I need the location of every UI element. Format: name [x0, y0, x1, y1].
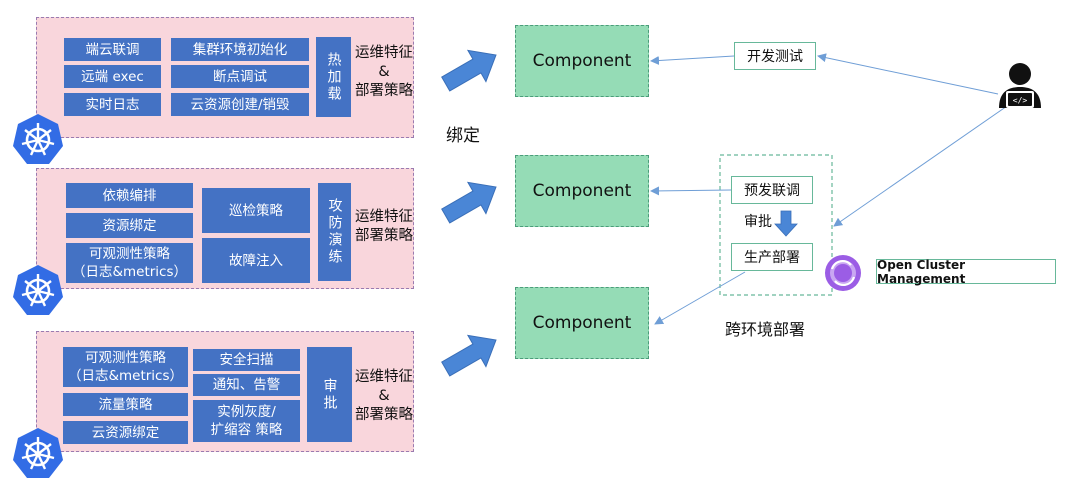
kubernetes-icon [13, 428, 63, 478]
bind-label: 绑定 [446, 126, 480, 146]
cross-env-frame [719, 154, 833, 296]
arrow-down-icon [774, 210, 798, 237]
env-approve-label: 审批 [744, 214, 772, 230]
ocm-label: Open Cluster Management [876, 258, 1056, 286]
arrow-right-icon [441, 334, 497, 377]
cross-env-label: 跨环境部署 [725, 320, 806, 339]
component-3: Component [515, 287, 649, 359]
chip-approval-label: 审批 [321, 377, 338, 412]
chip-remote-exec: 远端 exec [64, 65, 161, 88]
chip-observability-policy-1: 可观测性策略 （日志&metrics） [66, 243, 193, 283]
chip-dependency-orchestration: 依赖编排 [66, 183, 193, 208]
chip-security-scan: 安全扫描 [193, 349, 300, 371]
traits-label-2: 运维特征 部署策略 [355, 209, 413, 244]
chip-resource-binding: 资源绑定 [66, 213, 193, 238]
chip-cloud-resource-binding: 云资源绑定 [63, 421, 188, 444]
developer-icon: </> [999, 63, 1041, 108]
arrow-right-icon [441, 181, 497, 224]
chip-canary-scaling: 实例灰度/ 扩缩容 策略 [193, 400, 300, 442]
chip-cloud-debug: 端云联调 [64, 38, 161, 61]
chip-approval: 审批 [307, 347, 352, 442]
arrow-dev-to-component [650, 55, 735, 66]
traits-label-1: 运维特征 & 部署策略 [355, 45, 413, 99]
arrow-user-to-dev [817, 53, 999, 95]
chip-realtime-log: 实时日志 [64, 93, 161, 116]
arrow-right-icon [441, 49, 497, 92]
chip-hot-reload: 热加载 [316, 37, 351, 117]
chip-breakpoint-debug: 断点调试 [171, 65, 309, 88]
traits-label-3: 运维特征 & 部署策略 [355, 369, 413, 423]
component-1: Component [515, 25, 649, 97]
svg-text:</>: </> [1013, 96, 1028, 105]
chip-fault-injection: 故障注入 [202, 238, 310, 283]
chip-inspection-policy: 巡检策略 [202, 188, 310, 233]
chip-notify-alert: 通知、告警 [193, 374, 300, 396]
env-pre-release: 预发联调 [731, 176, 813, 204]
kubernetes-icon [13, 114, 63, 164]
chip-cluster-init: 集群环境初始化 [171, 38, 309, 61]
env-dev-test: 开发测试 [734, 42, 816, 70]
arrow-pre-to-component [650, 186, 732, 196]
chip-cloud-resource-lifecycle: 云资源创建/销毁 [171, 93, 309, 116]
chip-observability-policy-2: 可观测性策略 （日志&metrics） [63, 347, 188, 387]
chip-attack-defense: 攻防演练 [318, 183, 351, 281]
chip-attack-defense-label: 攻防演练 [326, 198, 343, 266]
arrow-prod-to-component [654, 271, 746, 325]
chip-hot-reload-label: 热加载 [325, 51, 342, 103]
ocm-icon [825, 255, 861, 291]
env-production: 生产部署 [731, 243, 813, 271]
arrow-user-to-prod [833, 103, 1011, 227]
kubernetes-icon [13, 265, 63, 315]
component-2: Component [515, 155, 649, 227]
chip-traffic-policy: 流量策略 [63, 393, 188, 416]
